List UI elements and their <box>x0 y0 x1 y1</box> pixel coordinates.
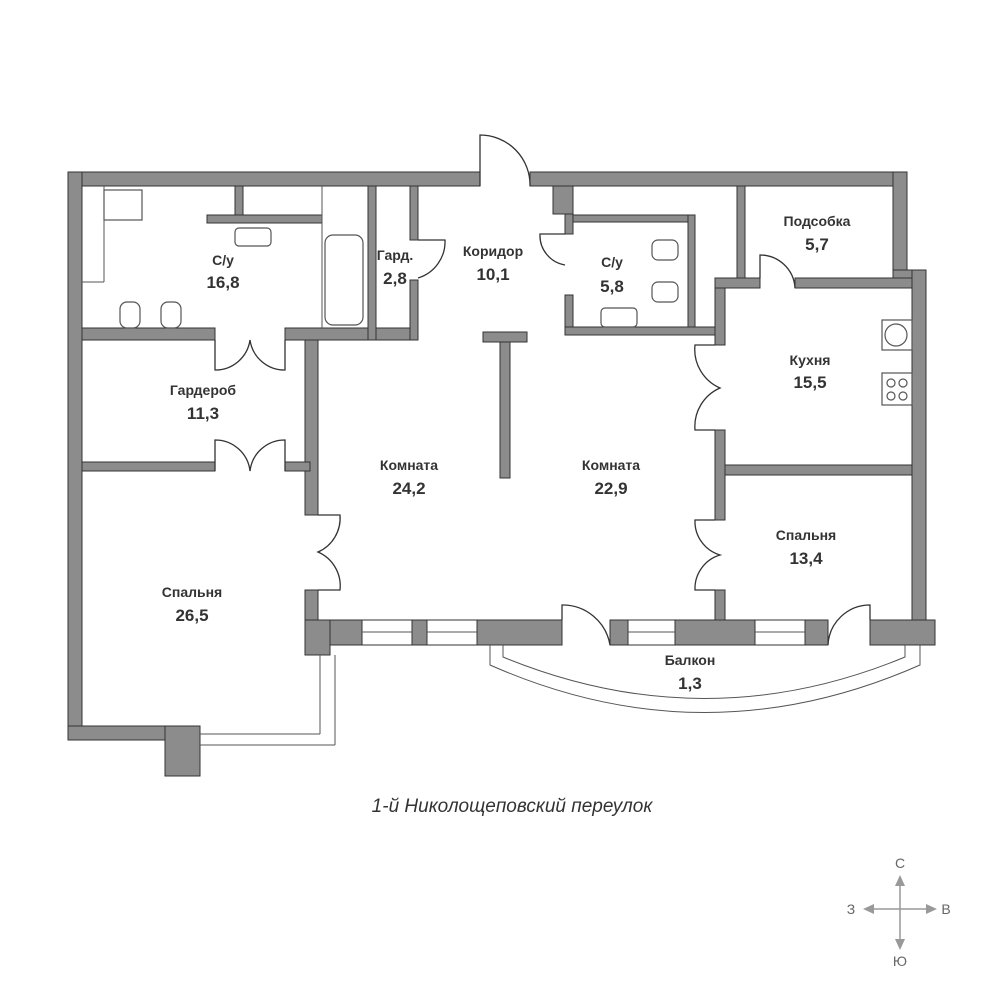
room-name: Спальня <box>776 527 836 543</box>
room-area: 1,3 <box>678 674 702 693</box>
toilet-icon <box>651 239 679 261</box>
sink-icon <box>600 307 638 328</box>
sink-icon <box>234 227 272 247</box>
fixtures <box>82 186 913 406</box>
room-living-right: Комната 22,9 <box>582 457 640 498</box>
compass-west: З <box>847 901 855 917</box>
toilet-icon <box>119 301 141 329</box>
bidet-icon <box>651 281 679 303</box>
room-bathroom-main: С/у 16,8 <box>206 252 239 292</box>
room-name: С/у <box>601 254 623 270</box>
room-bedroom-left: Спальня 26,5 <box>162 584 222 625</box>
doors <box>214 134 871 646</box>
room-area: 2,8 <box>383 269 407 288</box>
room-name: Комната <box>582 457 640 473</box>
room-area: 26,5 <box>175 606 208 625</box>
room-wardrobe: Гардероб 11,3 <box>170 382 237 423</box>
room-utility: Подсобка 5,7 <box>784 213 851 254</box>
room-name: С/у <box>212 252 234 268</box>
room-area: 16,8 <box>206 273 239 292</box>
room-area: 5,8 <box>600 277 624 296</box>
room-balcony: Балкон 1,3 <box>665 652 716 693</box>
room-area: 13,4 <box>789 549 823 568</box>
room-name: Коридор <box>463 243 523 259</box>
compass-north: С <box>895 855 905 871</box>
room-name: Гардероб <box>170 382 237 398</box>
shower-icon <box>103 189 143 221</box>
room-area: 5,7 <box>805 235 829 254</box>
walls <box>67 171 936 777</box>
room-bathroom-small: С/у 5,8 <box>600 254 624 296</box>
room-area: 15,5 <box>793 373 826 392</box>
room-kitchen: Кухня 15,5 <box>790 352 831 392</box>
balcony-outline <box>200 645 921 746</box>
bidet-icon <box>160 301 182 329</box>
room-name: Спальня <box>162 584 222 600</box>
bathtub-icon <box>324 234 364 326</box>
room-area: 11,3 <box>187 404 219 423</box>
room-area: 24,2 <box>392 479 425 498</box>
stove-icon <box>881 372 913 406</box>
room-area: 10,1 <box>476 265 509 284</box>
room-corridor: Коридор 10,1 <box>463 243 523 284</box>
room-name: Гард. <box>377 247 414 263</box>
room-area: 22,9 <box>594 479 627 498</box>
compass-south: Ю <box>893 953 907 969</box>
room-name: Подсобка <box>784 213 851 229</box>
room-name: Кухня <box>790 352 831 368</box>
street-caption: 1-й Николощеповский переулок <box>372 796 654 817</box>
room-name: Балкон <box>665 652 716 668</box>
room-closet-small: Гард. 2,8 <box>377 247 414 288</box>
room-living-left: Комната 24,2 <box>380 457 438 498</box>
room-name: Комната <box>380 457 438 473</box>
compass-icon: С Ю З В <box>847 855 951 969</box>
room-bedroom-right: Спальня 13,4 <box>776 527 836 568</box>
compass-east: В <box>941 901 950 917</box>
